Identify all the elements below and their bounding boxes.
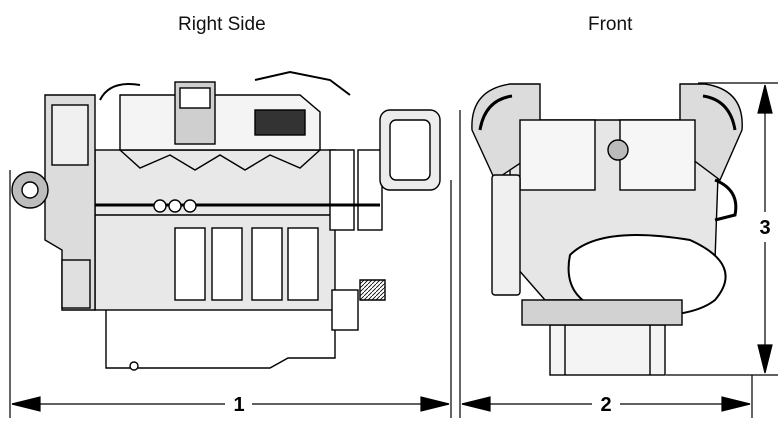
dimension-label-1: 1 [233, 394, 244, 416]
arrowhead-2-left [461, 396, 491, 412]
arrowhead-2-right [721, 396, 751, 412]
front-engine-illustration [471, 83, 743, 376]
arrowhead-3-top [757, 84, 773, 114]
front-view-title: Front [588, 14, 633, 35]
arrowhead-1-left [11, 396, 41, 412]
arrowhead-3-bottom [757, 344, 773, 374]
dimension-label-3: 3 [759, 217, 770, 239]
right-side-view-title: Right Side [178, 14, 266, 35]
dimension-label-2: 2 [600, 394, 611, 416]
right-side-engine-illustration [11, 70, 441, 371]
arrowhead-1-right [420, 396, 450, 412]
